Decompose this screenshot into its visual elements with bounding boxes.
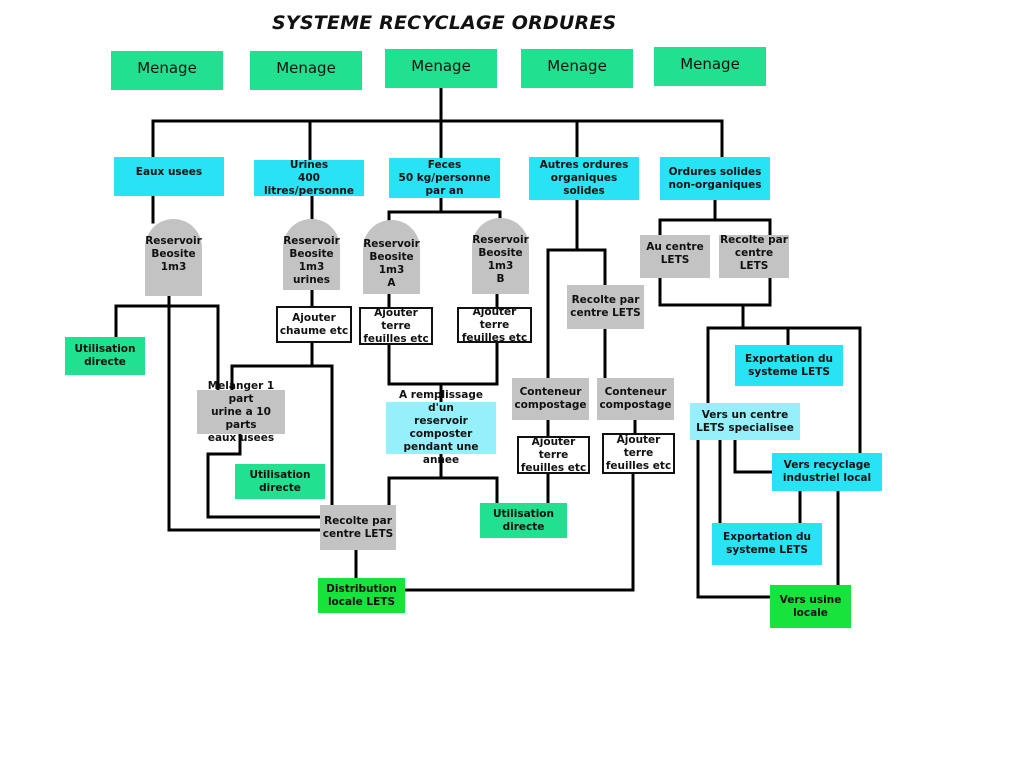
ajouter-terre-box: Ajouter terre feuilles etc [457,306,532,344]
ajouter-terre-box: Ajouter terre feuilles etc [602,433,675,474]
household-box: Menage [385,49,497,88]
reservoir-b: Reservoir Beosite 1m3 B [472,218,529,294]
category-non-organiques: Ordures solides non-organiques [660,157,770,200]
ajouter-terre-box: Ajouter terre feuilles etc [517,436,590,474]
household-box: Menage [111,51,223,90]
utilisation-directe-box: Utilisation directe [480,503,567,538]
vers-centre-specialise-box: Vers un centre LETS specialisee [690,403,800,440]
utilisation-directe-box: Utilisation directe [65,337,145,375]
ajouter-terre-box: Ajouter terre feuilles etc [359,307,433,345]
diagram-title: SYSTEME RECYCLAGE ORDURES [272,12,617,34]
category-feces: Feces 50 kg/personne par an [389,158,500,198]
a-remplissage-box: A remplissage d'un reservoir composter p… [386,389,496,466]
exportation-lets-box: Exportation du systeme LETS [735,345,843,386]
vers-usine-locale-box: Vers usine locale [770,585,851,628]
reservoir-eaux-usees: Reservoir Beosite 1m3 [145,219,202,296]
household-box: Menage [250,51,362,90]
au-centre-lets-box: Au centre LETS [640,235,710,278]
vers-recyclage-industriel-box: Vers recyclage industriel local [772,453,882,491]
melanger-box: Melanger 1 part urine a 10 parts eaux us… [197,380,285,444]
category-urines: Urines 400 litres/personne [254,159,364,197]
exportation-lets-box: Exportation du systeme LETS [712,523,822,565]
recolte-lets-box: Recolte par centre LETS [719,234,789,278]
utilisation-directe-box: Utilisation directe [235,464,325,499]
reservoir-a: Reservoir Beosite 1m3 A [363,220,420,294]
household-box: Menage [521,49,633,88]
reservoir-urines: Reservoir Beosite 1m3 urines [283,219,340,290]
ajouter-chaume-box: Ajouter chaume etc [276,306,352,343]
household-box: Menage [654,47,766,86]
recolte-lets-box: Recolte par centre LETS [567,285,644,329]
conteneur-compostage-box: Conteneur compostage [512,378,589,420]
category-eaux-usees: Eaux usees [114,157,224,196]
recolte-lets-box: Recolte par centre LETS [320,505,396,550]
category-autres-organiques: Autres ordures organiques solides [529,157,639,200]
conteneur-compostage-box: Conteneur compostage [597,378,674,420]
distribution-locale-box: Distribution locale LETS [318,578,405,613]
